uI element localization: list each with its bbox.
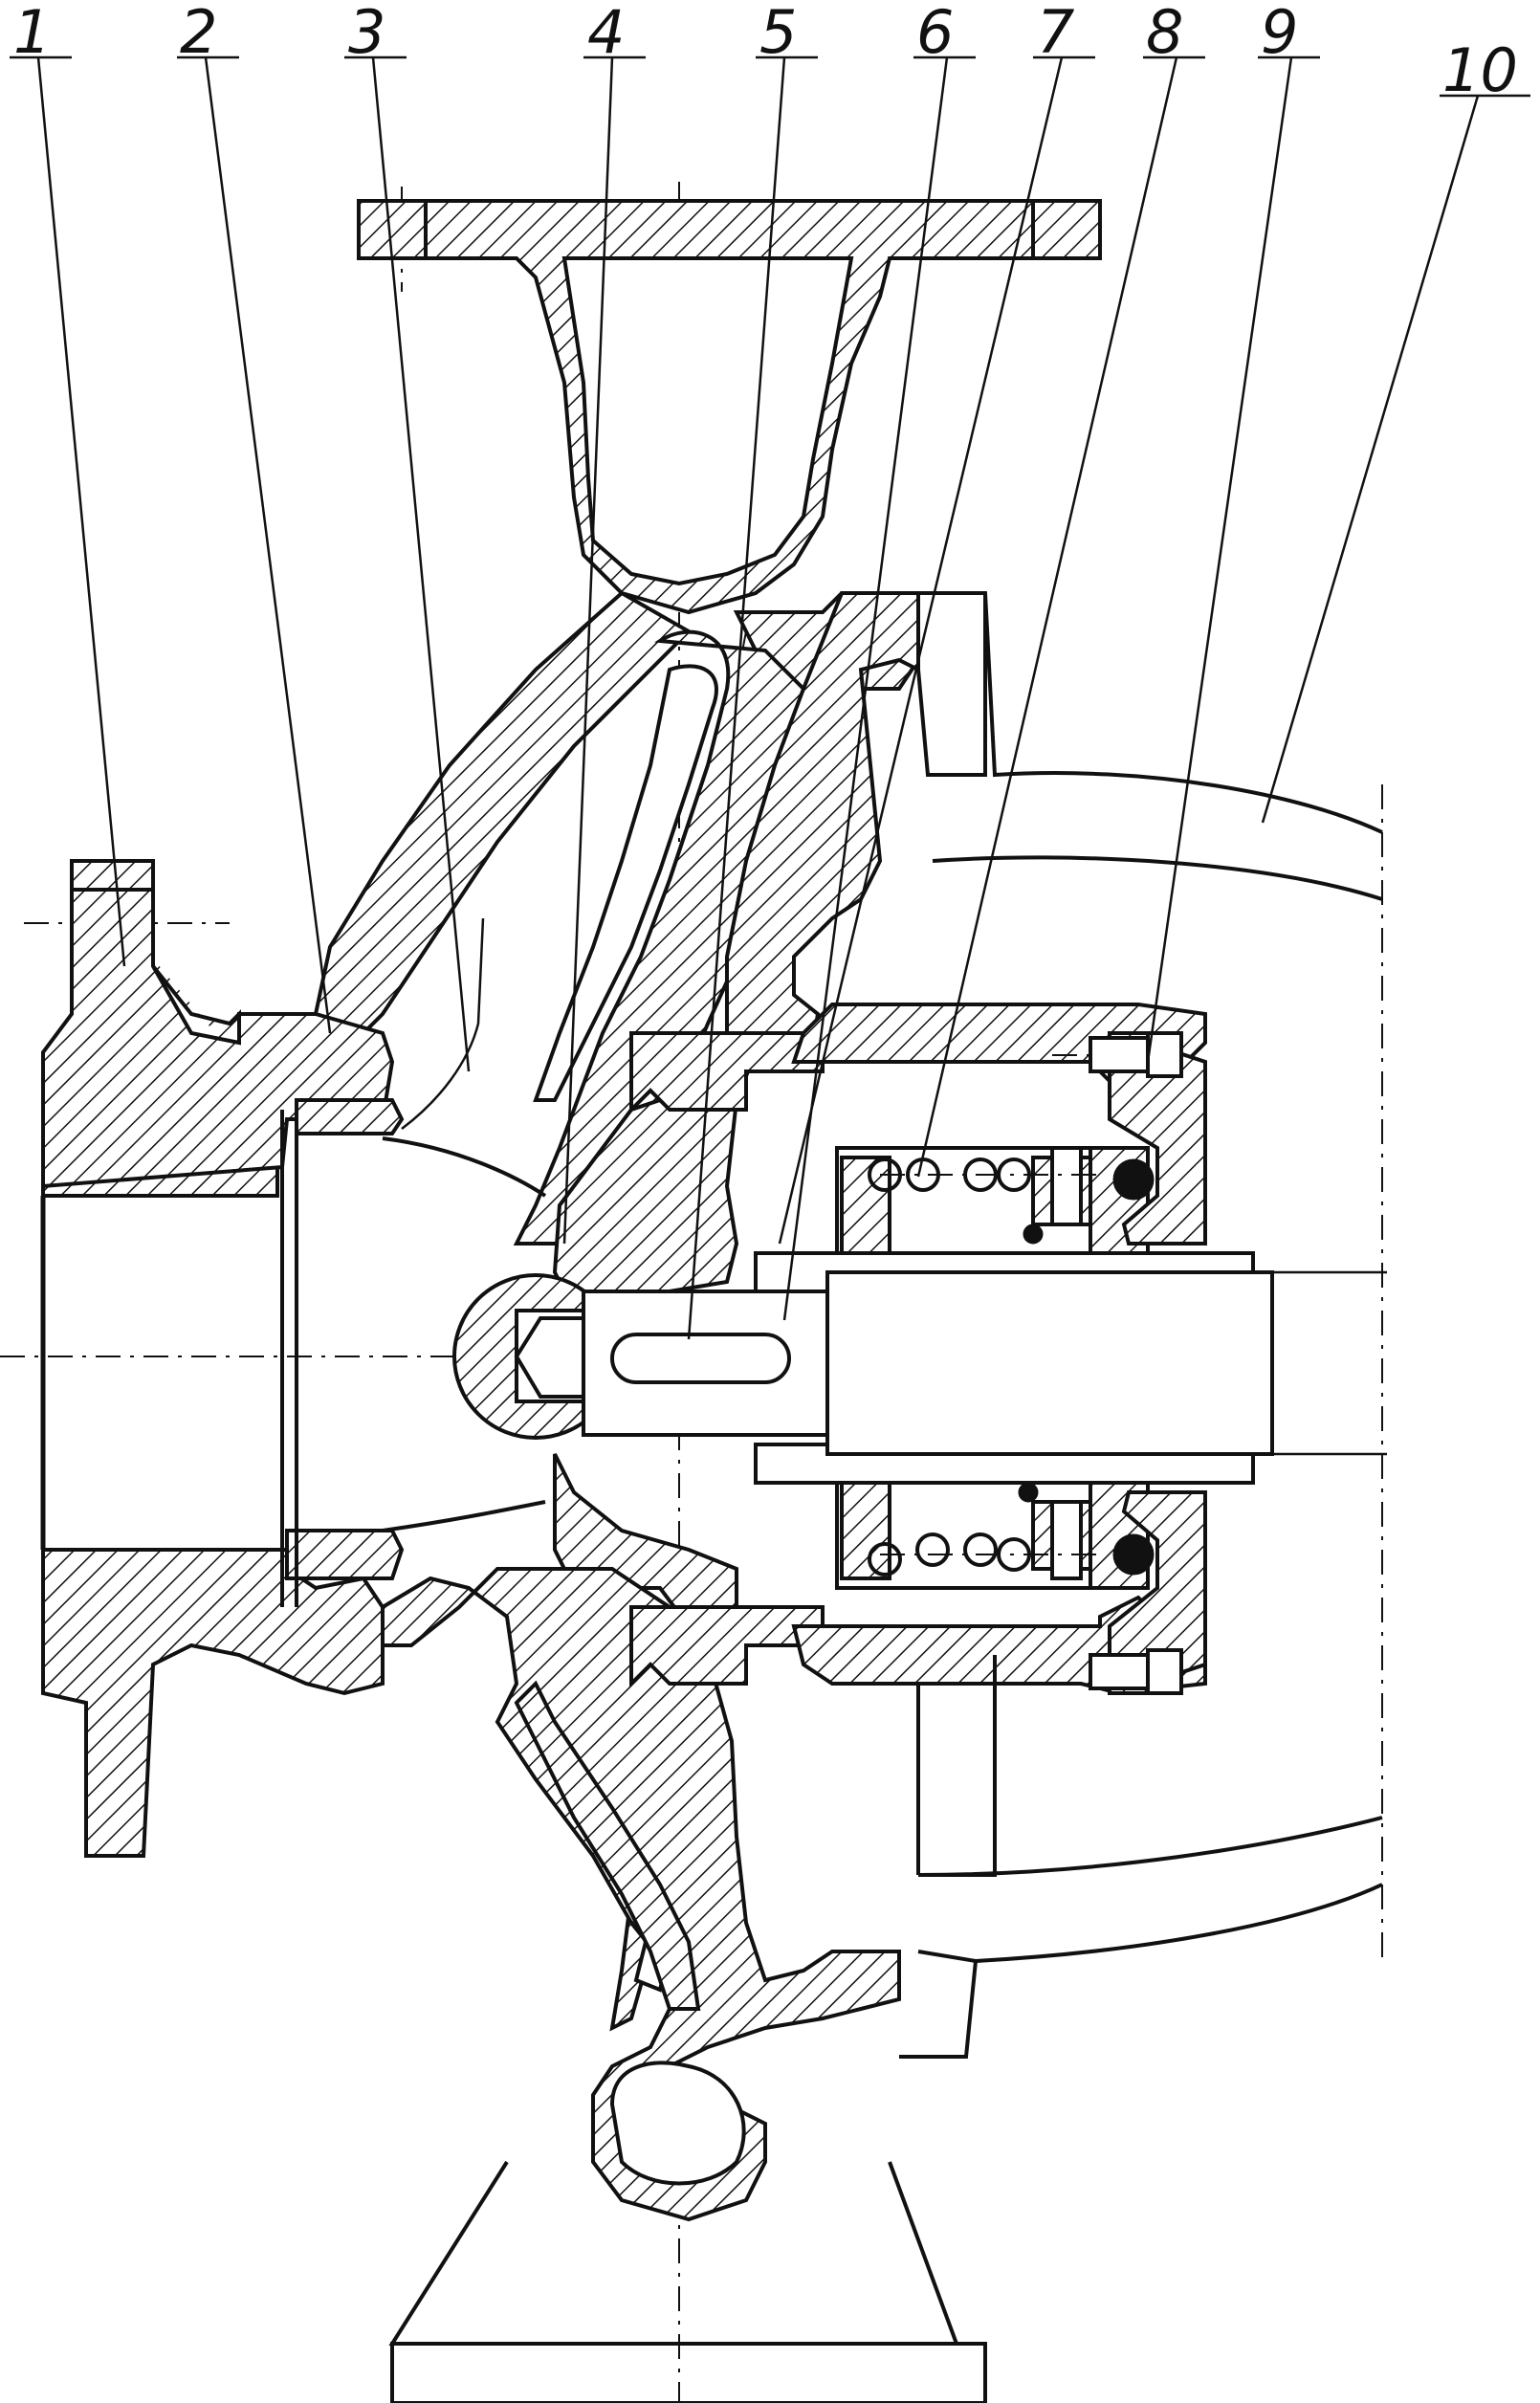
callout-6: 6 xyxy=(916,0,954,67)
callout-2: 2 xyxy=(180,0,217,67)
callout-1: 1 xyxy=(13,0,51,67)
support-foot xyxy=(388,2160,987,2403)
shaft xyxy=(514,1251,1387,1485)
wear-ring xyxy=(295,917,547,1580)
callout-4: 4 xyxy=(587,0,625,67)
callout-9: 9 xyxy=(1261,0,1298,67)
callout-8: 8 xyxy=(1146,0,1183,67)
leader-lines xyxy=(10,55,1530,1340)
callout-5: 5 xyxy=(759,0,797,67)
callout-7: 7 xyxy=(1037,0,1074,67)
callout-10: 10 xyxy=(1442,35,1518,105)
mechanical-seal xyxy=(835,1031,1207,1695)
discharge-flange xyxy=(357,199,1102,615)
callout-3: 3 xyxy=(348,0,385,67)
callout-labels: 1 2 3 4 5 6 7 8 9 10 xyxy=(13,0,1518,105)
